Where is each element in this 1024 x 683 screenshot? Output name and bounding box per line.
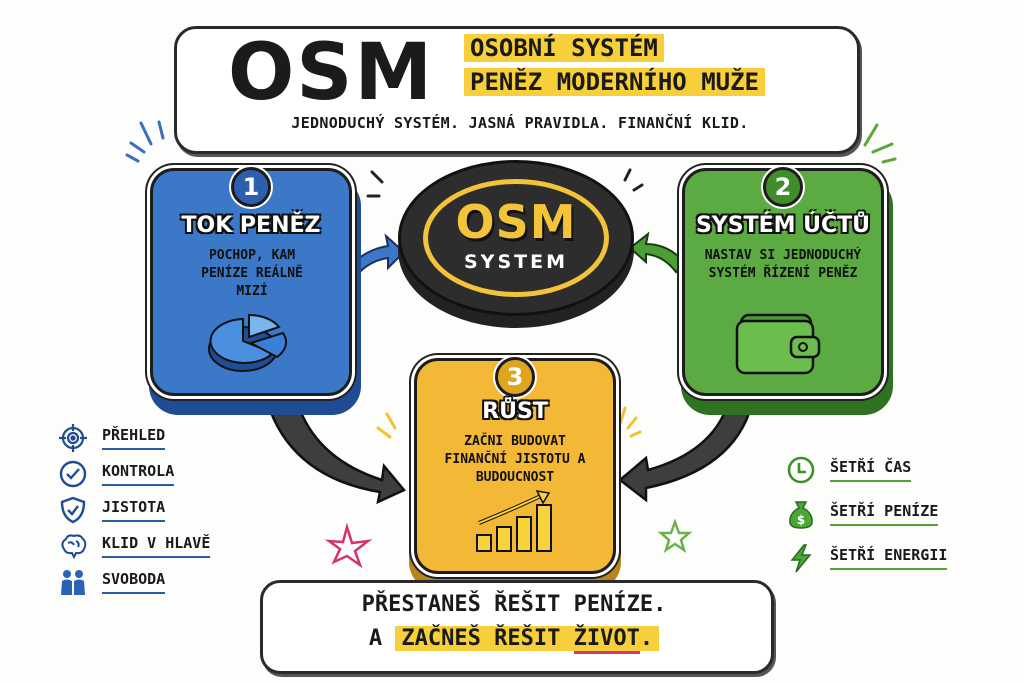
yellow-sparks — [376, 406, 642, 439]
benefit-item: KONTROLA — [58, 456, 210, 492]
benefit-item: SVOBODA — [58, 564, 210, 600]
wallet-icon — [735, 313, 821, 375]
target-icon — [59, 424, 87, 452]
step-title: TOK PENĚZ — [181, 213, 321, 238]
step-description: POCHOP, KAM PENÍZE REÁLNĚ MIZÍ — [201, 248, 303, 299]
benefit-item: $ ŠETŘÍ PENÍZE — [786, 492, 947, 536]
footer-emphasis: ŽIVOT — [573, 626, 640, 654]
disc-subtitle: SYSTEM — [464, 251, 568, 273]
osm-system-disc: OSM SYSTEM — [398, 160, 634, 316]
benefit-label: JISTOTA — [102, 498, 166, 522]
title-line2-text: PENĚZ MODERNÍHO MUŽE — [464, 68, 765, 96]
arrow-green-to-center — [628, 231, 686, 274]
footer-line2-end: . — [639, 626, 654, 651]
green-sparks — [863, 123, 897, 164]
benefit-label: KLID V HLAVĚ — [102, 534, 211, 558]
svg-text:$: $ — [797, 513, 805, 527]
benefits-right-list: ŠETŘÍ ČAS $ ŠETŘÍ PENÍZE ŠETŘÍ ENERGII — [786, 448, 948, 580]
benefit-label: PŘEHLED — [102, 426, 166, 450]
arrow-left-to-growth — [268, 408, 407, 505]
blue-sparks — [125, 120, 165, 163]
header-title-line2: PENĚZ MODERNÍHO MUŽE — [464, 66, 765, 98]
people-icon — [61, 570, 85, 595]
benefit-label: SVOBODA — [102, 570, 166, 594]
benefit-item: ŠETŘÍ ENERGII — [786, 536, 948, 580]
step-title: RŮST — [482, 399, 548, 424]
title-line1-text: OSOBNÍ SYSTÉM — [464, 34, 664, 62]
brain-icon — [61, 534, 87, 560]
footer-line2-highlight: ZAČNEŠ ŘEŠIT ŽIVOT. — [395, 626, 660, 654]
pink-star-icon — [324, 522, 373, 569]
check-circle-icon — [59, 460, 87, 488]
arrow-blue-to-center — [338, 233, 406, 288]
benefit-item: PŘEHLED — [58, 420, 210, 456]
header-logo: OSM — [228, 28, 435, 118]
benefit-label: KONTROLA — [102, 462, 175, 486]
money-bag-icon: $ — [789, 501, 813, 529]
benefit-item: ŠETŘÍ ČAS — [786, 448, 947, 492]
footer-line2-prefix: A — [368, 626, 383, 651]
shield-check-icon — [60, 496, 86, 524]
benefit-item: JISTOTA — [58, 492, 210, 528]
green-star-icon — [657, 518, 693, 553]
header-tagline: JEDNODUCHÝ SYSTÉM. JASNÁ PRAVIDLA. FINAN… — [291, 114, 749, 132]
step-card-growth: 3 RŮST ZAČNI BUDOVAT FINANČNÍ JISTOTU A … — [414, 357, 616, 574]
benefit-label: ŠETŘÍ PENÍZE — [830, 502, 939, 526]
pie-chart-icon — [208, 313, 288, 372]
clock-icon — [787, 456, 815, 484]
step-number-badge: 1 — [231, 167, 271, 207]
step-card-money-flow: 1 TOK PENĚZ POCHOP, KAM PENÍZE REÁLNĚ MI… — [150, 167, 352, 396]
benefit-label: ŠETŘÍ ENERGII — [830, 546, 948, 570]
footer-highlight-text: ZAČNEŠ ŘEŠIT — [401, 626, 561, 651]
benefits-left-list: PŘEHLED KONTROLA JISTOTA KLID V HLAVĚ SV… — [58, 420, 211, 600]
step-number-badge: 3 — [495, 357, 535, 397]
footer-line2: A ZAČNEŠ ŘEŠIT ŽIVOT. — [260, 626, 768, 654]
benefit-item: KLID V HLAVĚ — [58, 528, 211, 564]
arrow-right-to-growth — [618, 402, 754, 503]
step-title: SYSTÉM ÚČTŮ — [695, 213, 871, 238]
step-description: NASTAV SI JEDNODUCHÝ SYSTÉM ŘÍZENÍ PENĚZ — [704, 248, 862, 281]
header-title-line1: OSOBNÍ SYSTÉM — [464, 32, 664, 64]
footer-line1: PŘESTANEŠ ŘEŠIT PENÍZE. — [361, 592, 667, 617]
step-description: ZAČNI BUDOVAT FINANČNÍ JISTOTU A BUDOUCN… — [444, 434, 586, 485]
disc-sparks — [366, 168, 644, 198]
lightning-icon — [790, 544, 812, 573]
step-card-account-system: 2 SYSTÉM ÚČTŮ NASTAV SI JEDNODUCHÝ SYSTÉ… — [682, 167, 884, 396]
disc-logo: OSM — [455, 195, 577, 249]
growth-chart-icon — [476, 490, 552, 552]
step-number-badge: 2 — [763, 167, 803, 207]
benefit-label: ŠETŘÍ ČAS — [830, 458, 912, 482]
disc-ring — [423, 179, 609, 297]
